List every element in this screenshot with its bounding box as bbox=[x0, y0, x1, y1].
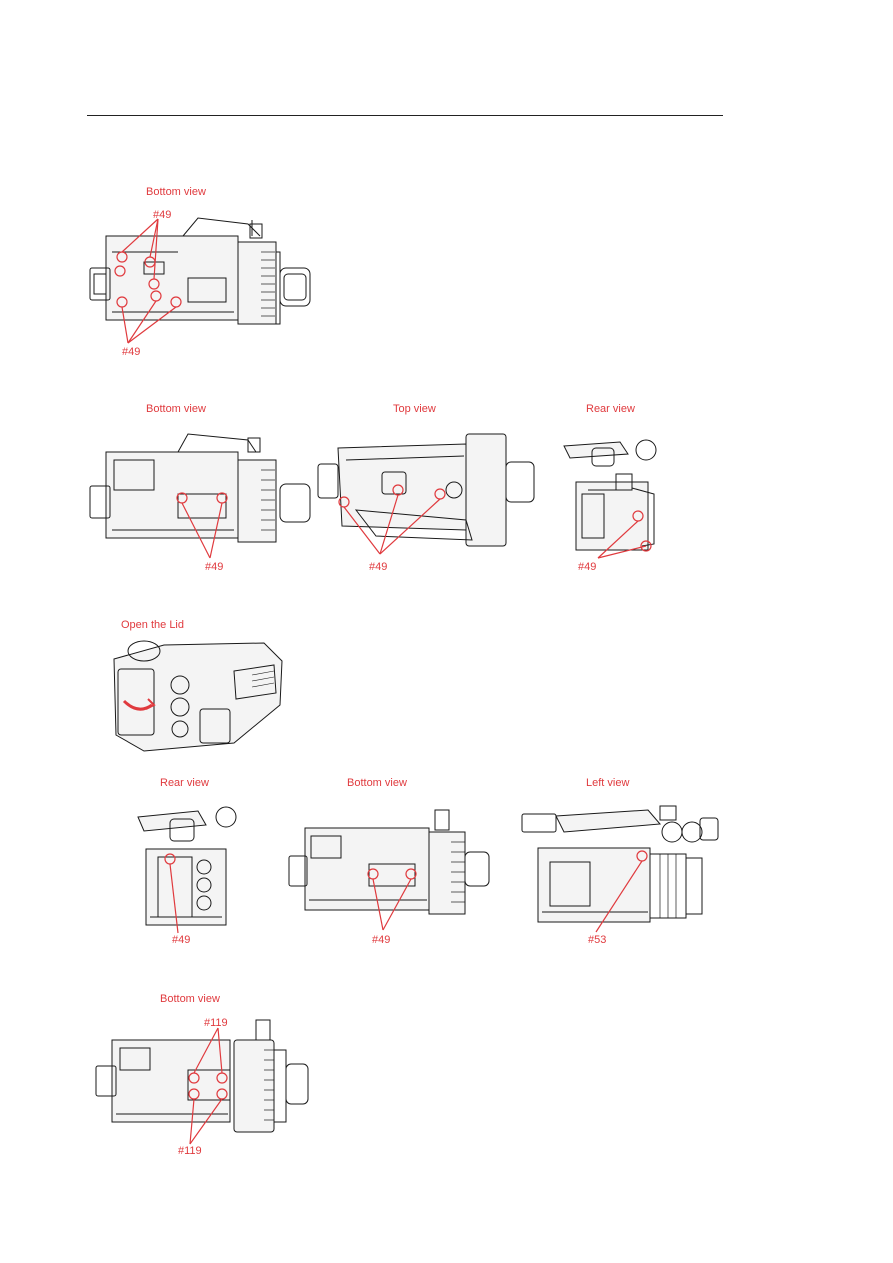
camera-open-lid-diagram bbox=[104, 635, 284, 755]
camera-bottom-view-diagram-4 bbox=[94, 1018, 310, 1145]
step3-open-lid-label: Open the Lid bbox=[121, 619, 184, 631]
step4-left-view-label: Left view bbox=[586, 777, 630, 789]
step1-screw-label-bottom: #49 bbox=[122, 346, 141, 358]
camera-bottom-view-diagram-3 bbox=[287, 808, 493, 931]
step5-screw-label-top: #119 bbox=[204, 1017, 228, 1029]
step4-rear-screw-label: #49 bbox=[172, 934, 191, 946]
step2-bottom-screw-label: #49 bbox=[205, 561, 224, 573]
header-rule bbox=[87, 115, 723, 116]
camera-top-view-diagram bbox=[316, 430, 538, 555]
camera-rear-view-diagram-2 bbox=[134, 805, 242, 934]
step5-screw-label-bottom: #119 bbox=[178, 1145, 202, 1157]
step2-top-view-label: Top view bbox=[393, 403, 436, 415]
step2-rear-view-label: Rear view bbox=[586, 403, 635, 415]
step1-screw-label-top: #49 bbox=[153, 209, 172, 221]
step4-left-screw-label: #53 bbox=[588, 934, 607, 946]
step2-rear-screw-label: #49 bbox=[578, 561, 597, 573]
camera-bottom-view-diagram-1 bbox=[88, 212, 320, 344]
step1-view-label: Bottom view bbox=[146, 186, 206, 198]
step4-rear-view-label: Rear view bbox=[160, 777, 209, 789]
step4-bottom-screw-label: #49 bbox=[372, 934, 391, 946]
step4-bottom-view-label: Bottom view bbox=[347, 777, 407, 789]
camera-bottom-view-diagram-2 bbox=[88, 430, 320, 559]
step2-bottom-view-label: Bottom view bbox=[146, 403, 206, 415]
step5-bottom-view-label: Bottom view bbox=[160, 993, 220, 1005]
step2-top-screw-label: #49 bbox=[369, 561, 388, 573]
camera-rear-view-diagram-1 bbox=[562, 434, 670, 559]
camera-left-view-diagram bbox=[520, 802, 720, 933]
